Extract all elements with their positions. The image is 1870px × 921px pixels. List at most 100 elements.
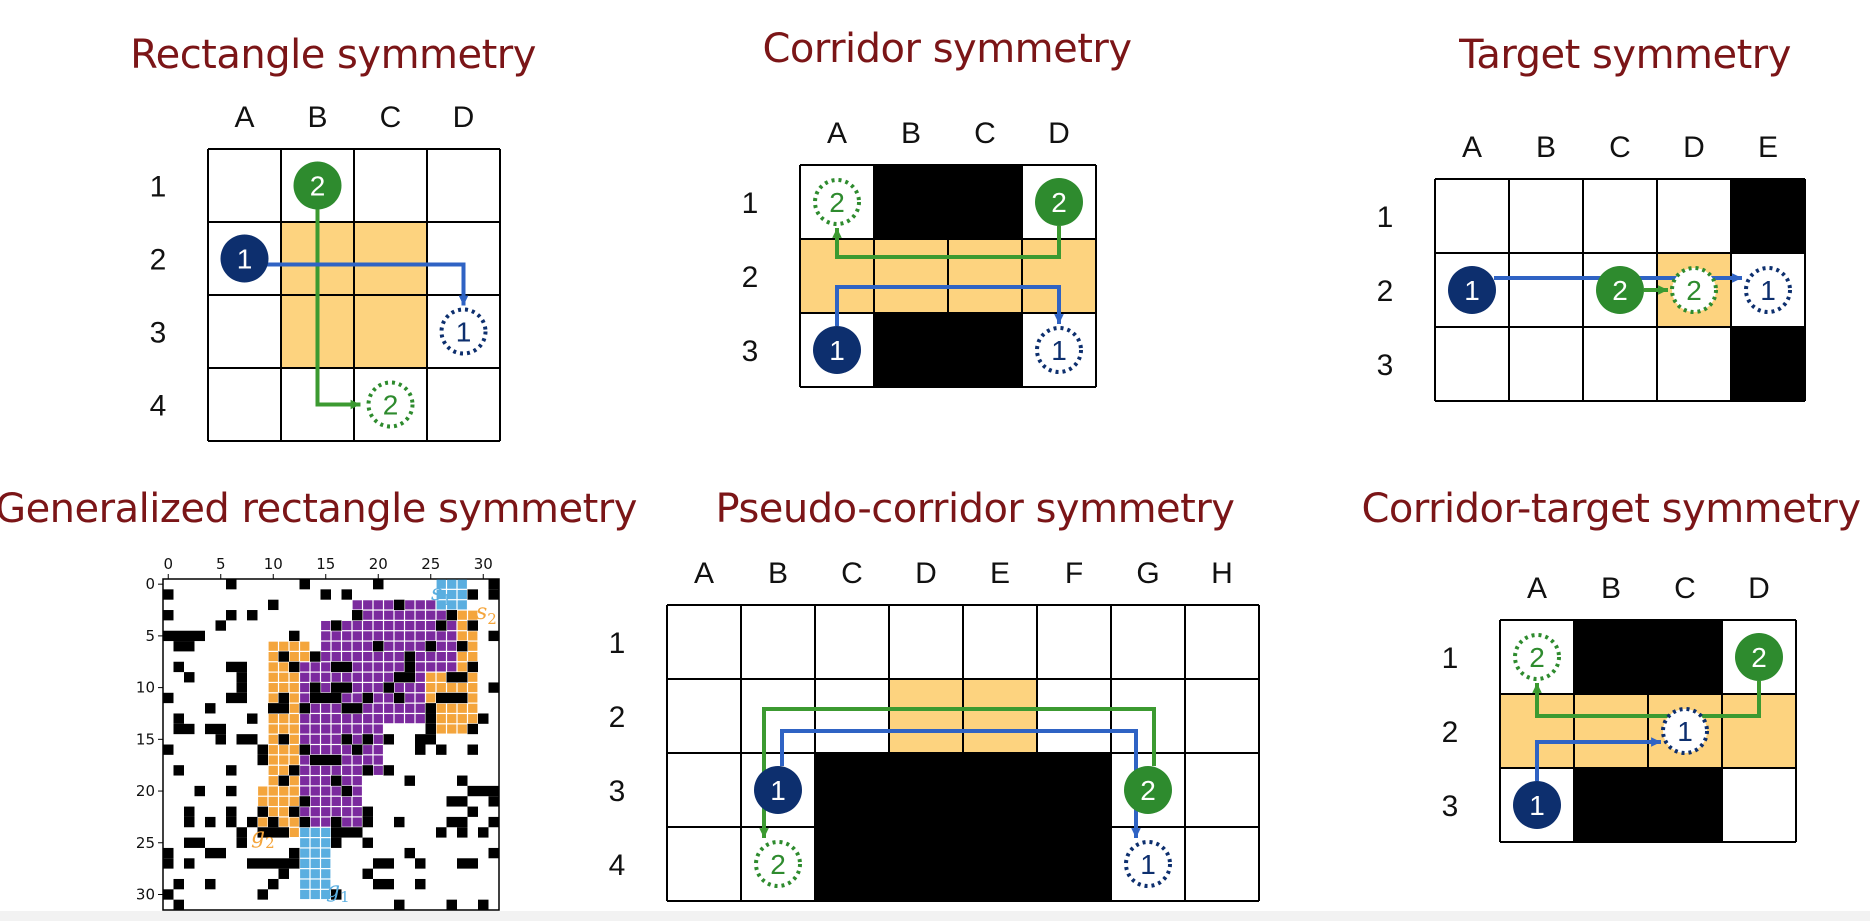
region-cell: [321, 869, 331, 879]
region-cell: [310, 703, 320, 713]
region-cell: [373, 745, 383, 755]
obstacle-cell: [184, 630, 195, 642]
region-cell: [289, 724, 299, 734]
agent-2-start: [1035, 178, 1083, 226]
obstacle-cell: [352, 703, 363, 714]
obstacle-cell: [268, 816, 279, 828]
obstacle-cell: [415, 858, 426, 869]
region-cell: [363, 610, 373, 620]
region-cell: [415, 610, 425, 620]
row-label: 1: [1442, 642, 1459, 675]
column-label: F: [1065, 557, 1083, 590]
obstacle-cell: [446, 672, 457, 683]
region-cell: [363, 703, 373, 713]
region-cell: [321, 786, 331, 796]
obstacle-cell: [310, 692, 321, 704]
region-cell: [321, 672, 331, 682]
blocked-cell: [1037, 753, 1111, 827]
highlight-cell: [889, 679, 963, 753]
region-cell: [426, 610, 436, 620]
obstacle-cell: [215, 847, 226, 859]
obstacle-cell: [268, 858, 279, 869]
obstacle-cell: [205, 723, 216, 735]
obstacle-cell: [257, 806, 268, 817]
region-cell: [279, 641, 289, 651]
obstacle-cell: [278, 734, 289, 745]
region-cell: [352, 796, 362, 806]
obstacle-cell: [226, 785, 237, 797]
agent-label: 2: [1686, 275, 1702, 306]
obstacle-cell: [352, 610, 363, 621]
region-cell: [331, 641, 341, 651]
obstacle-cell: [320, 692, 331, 704]
region-cell: [331, 714, 341, 724]
region-cell: [447, 631, 457, 641]
region-cell: [321, 662, 331, 672]
blocked-cell: [815, 827, 889, 901]
agent-2-goal: [1513, 633, 1561, 681]
region-cell: [457, 610, 467, 620]
column-label: C: [841, 557, 863, 590]
region-cell: [426, 683, 436, 693]
blocked-cell: [874, 313, 948, 387]
obstacle-cell: [394, 899, 405, 910]
obstacle-cell: [341, 589, 352, 600]
region-cell: [310, 714, 320, 724]
x-tick-label: 0: [163, 555, 173, 573]
obstacle-cell: [226, 806, 237, 817]
agent-label: 2: [1612, 275, 1628, 306]
region-cell: [321, 683, 331, 693]
obstacle-cell: [289, 765, 300, 776]
region-cell: [436, 600, 446, 610]
obstacle-cell: [184, 641, 195, 652]
region-cell: [457, 620, 467, 631]
region-cell: [352, 807, 362, 817]
row-label: 1: [1377, 201, 1394, 234]
region-cell: [457, 631, 467, 641]
region-cell: [384, 693, 394, 703]
column-label: A: [827, 117, 847, 150]
obstacle-cell: [278, 651, 289, 662]
obstacle-cell: [257, 889, 268, 900]
title-corridor-target-symmetry: Corridor-target symmetry: [1361, 486, 1861, 532]
region-cell: [384, 610, 394, 620]
obstacle-cell: [457, 775, 468, 786]
region-cell: [457, 703, 467, 713]
region-cell: [279, 807, 289, 817]
column-label: C: [974, 117, 996, 150]
obstacle-cell: [488, 847, 499, 859]
blocked-cell: [1731, 327, 1805, 401]
region-cell: [268, 662, 278, 672]
obstacle-cell: [457, 816, 468, 828]
region-cell: [268, 672, 278, 682]
region-cell: [457, 683, 467, 693]
region-cell: [352, 776, 362, 786]
agent-1-start: [813, 326, 861, 374]
agent-label: 1: [1529, 790, 1545, 821]
region-cell: [310, 869, 320, 879]
agent-label: 2: [310, 171, 326, 202]
obstacle-cell: [194, 785, 205, 797]
region-cell: [447, 714, 457, 724]
obstacle-cell: [331, 682, 342, 693]
agent-2-goal: [1670, 266, 1718, 314]
obstacle-cell: [383, 734, 394, 745]
region-cell: [342, 776, 352, 786]
region-cell: [447, 662, 457, 672]
path-arrowhead: [1532, 683, 1542, 693]
region-cell: [268, 796, 278, 806]
obstacle-cell: [425, 723, 436, 735]
region-cell: [321, 807, 331, 817]
region-cell: [300, 848, 310, 858]
region-cell: [457, 589, 467, 600]
path-line: [315, 207, 361, 407]
obstacle-cell: [341, 661, 352, 673]
region-cell: [342, 745, 352, 755]
region-cell: [363, 631, 373, 641]
obstacle-cell: [341, 682, 352, 693]
region-cell: [447, 703, 457, 713]
region-cell: [468, 641, 478, 651]
obstacle-cell: [446, 816, 457, 828]
row-label: 3: [742, 335, 759, 368]
